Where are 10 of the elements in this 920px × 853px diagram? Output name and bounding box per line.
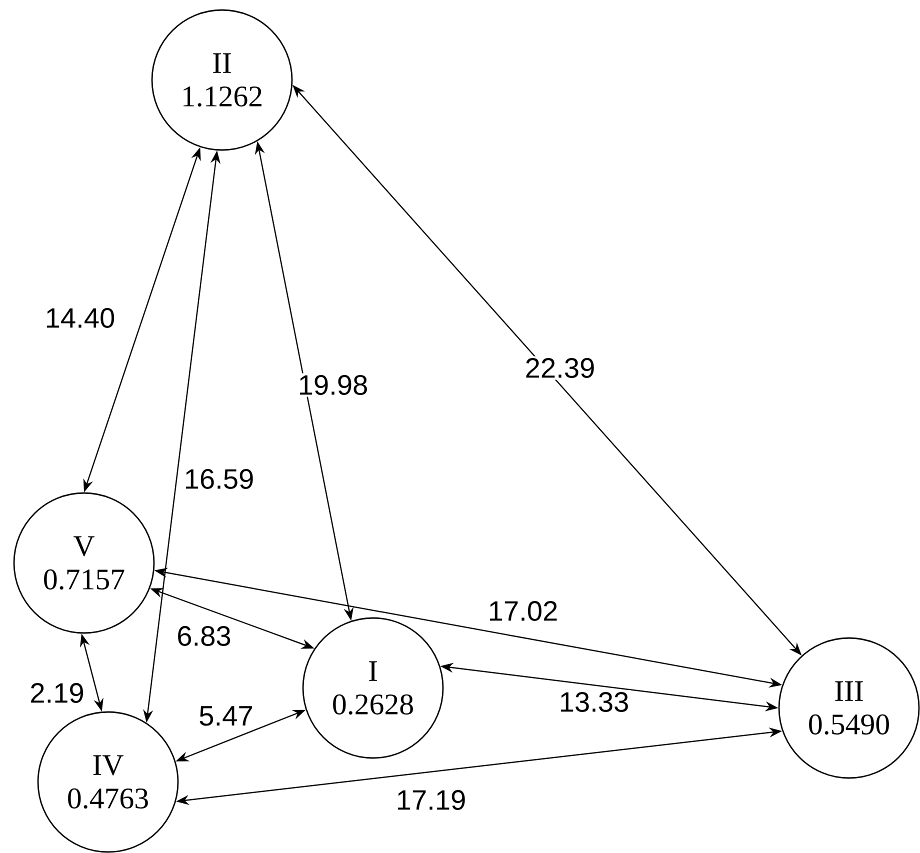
edge-label: 17.02: [486, 599, 560, 623]
edge-label: 14.40: [43, 306, 117, 330]
edge-label: 17.19: [394, 788, 468, 812]
edge-label: 16.59: [182, 467, 256, 491]
edge-label: 6.83: [174, 624, 234, 648]
edge-label: 5.47: [196, 704, 256, 728]
edge-label: 2.19: [28, 681, 86, 705]
edge-label: 13.33: [557, 690, 631, 714]
edge-label: 19.98: [296, 373, 370, 397]
edge-label: 22.39: [523, 356, 597, 380]
